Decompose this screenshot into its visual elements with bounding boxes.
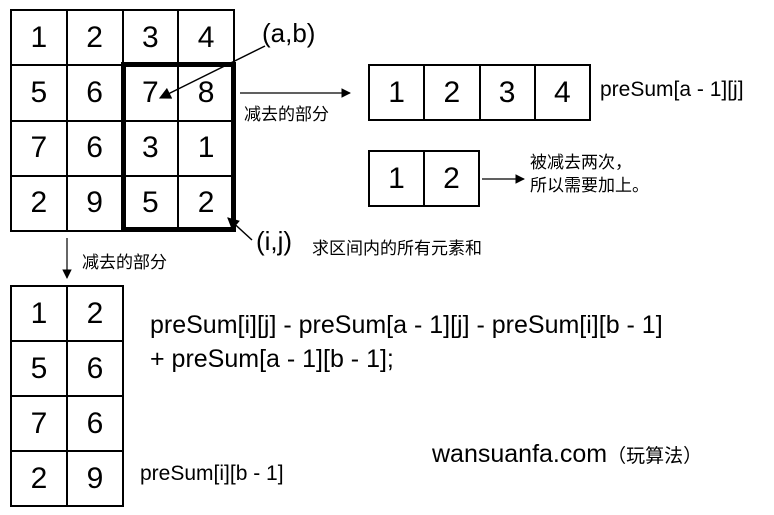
matrix-cell: 1 <box>369 151 424 206</box>
matrix-cell: 7 <box>11 396 67 451</box>
note-line-2: 所以需要加上。 <box>530 176 649 196</box>
matrix-cell: 6 <box>66 120 123 176</box>
matrix-cell: 2 <box>67 286 123 341</box>
matrix-cell: 5 <box>122 175 179 231</box>
subtract-down-label: 减去的部分 <box>82 253 167 273</box>
presum-aj-row-grid: 1 2 3 4 <box>368 64 591 121</box>
matrix-cell: 1 <box>178 120 234 176</box>
matrix-cell: 2 <box>424 151 479 206</box>
formula-line-2: + preSum[a - 1][b - 1]; <box>150 345 394 373</box>
formula: preSum[i][j] - preSum[a - 1][j] - preSum… <box>150 308 663 376</box>
presum-ib-column-grid: 1 2 5 6 7 6 2 9 <box>10 285 124 507</box>
double-subtracted-grid: 1 2 <box>368 150 480 207</box>
matrix-cell: 3 <box>479 65 535 120</box>
presum-ib-label: preSum[i][b - 1] <box>140 462 284 485</box>
matrix-cell: 3 <box>122 120 179 176</box>
brand-url: wansuanfa.com <box>432 440 608 468</box>
matrix-cell: 1 <box>369 65 425 120</box>
brand-watermark: wansuanfa.com（玩算法） <box>432 440 702 469</box>
matrix-cell: 4 <box>178 10 234 66</box>
brand-subtitle: （玩算法） <box>607 445 703 467</box>
matrix-cell: 3 <box>122 10 179 66</box>
matrix-cell: 6 <box>67 396 123 451</box>
matrix-cell: 2 <box>11 175 67 231</box>
matrix-cell: 6 <box>67 341 123 396</box>
matrix-cell: 1 <box>11 10 67 66</box>
matrix-cell: 2 <box>424 65 480 120</box>
matrix-cell: 2 <box>178 175 234 231</box>
matrix-cell: 5 <box>11 65 67 121</box>
matrix-cell: 7 <box>11 120 67 176</box>
matrix-cell: 9 <box>66 175 123 231</box>
matrix-cell: 9 <box>67 451 123 506</box>
matrix-cell: 1 <box>11 286 67 341</box>
matrix-cell: 6 <box>66 65 123 121</box>
double-subtract-note: 被减去两次， 所以需要加上。 <box>530 152 649 198</box>
matrix-cell: 5 <box>11 341 67 396</box>
note-line-1: 被减去两次， <box>530 153 632 173</box>
matrix-cell: 8 <box>178 65 234 121</box>
matrix-cell: 4 <box>534 65 590 120</box>
matrix-cell: 7 <box>122 65 179 121</box>
subtract-right-label: 减去的部分 <box>244 105 329 125</box>
region-sum-description: 求区间内的所有元素和 <box>312 239 482 259</box>
formula-line-1: preSum[i][j] - preSum[a - 1][j] - preSum… <box>150 311 663 339</box>
matrix-cell: 2 <box>66 10 123 66</box>
corner-ij-label: (i,j) <box>256 226 293 256</box>
presum-aj-label: preSum[a - 1][j] <box>600 78 744 101</box>
corner-ab-label: (a,b) <box>262 18 316 48</box>
matrix-cell: 2 <box>11 451 67 506</box>
main-matrix-grid: 1 2 3 4 5 6 7 8 7 6 3 1 2 9 5 2 <box>10 9 235 232</box>
